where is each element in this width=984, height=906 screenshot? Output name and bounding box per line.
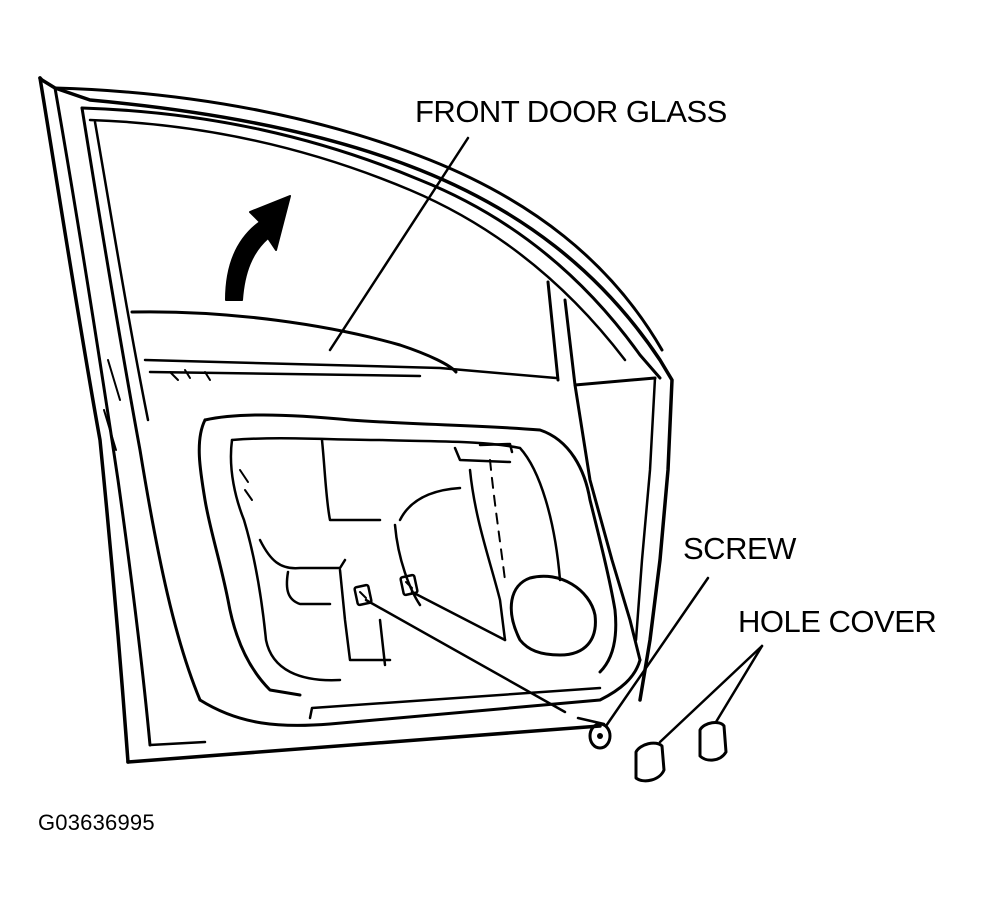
hole-covers xyxy=(634,721,728,783)
leader-screw xyxy=(604,576,710,728)
door-frame xyxy=(38,76,674,764)
screw-mount-points xyxy=(353,573,567,714)
inner-door-panel xyxy=(169,369,618,697)
leader-front-door-glass xyxy=(328,136,470,352)
label-front-door-glass: FRONT DOOR GLASS xyxy=(415,94,727,129)
screw xyxy=(576,716,612,750)
leader-hole-cover-1 xyxy=(658,644,764,744)
figure-id: G03636995 xyxy=(38,810,155,835)
curved-up-arrow-icon xyxy=(225,195,291,301)
label-screw: SCREW xyxy=(683,531,796,566)
front-door-glass xyxy=(130,310,558,380)
leader-lines xyxy=(328,136,764,744)
label-hole-cover: HOLE COVER xyxy=(738,604,937,639)
leader-hole-cover-2 xyxy=(714,644,764,724)
